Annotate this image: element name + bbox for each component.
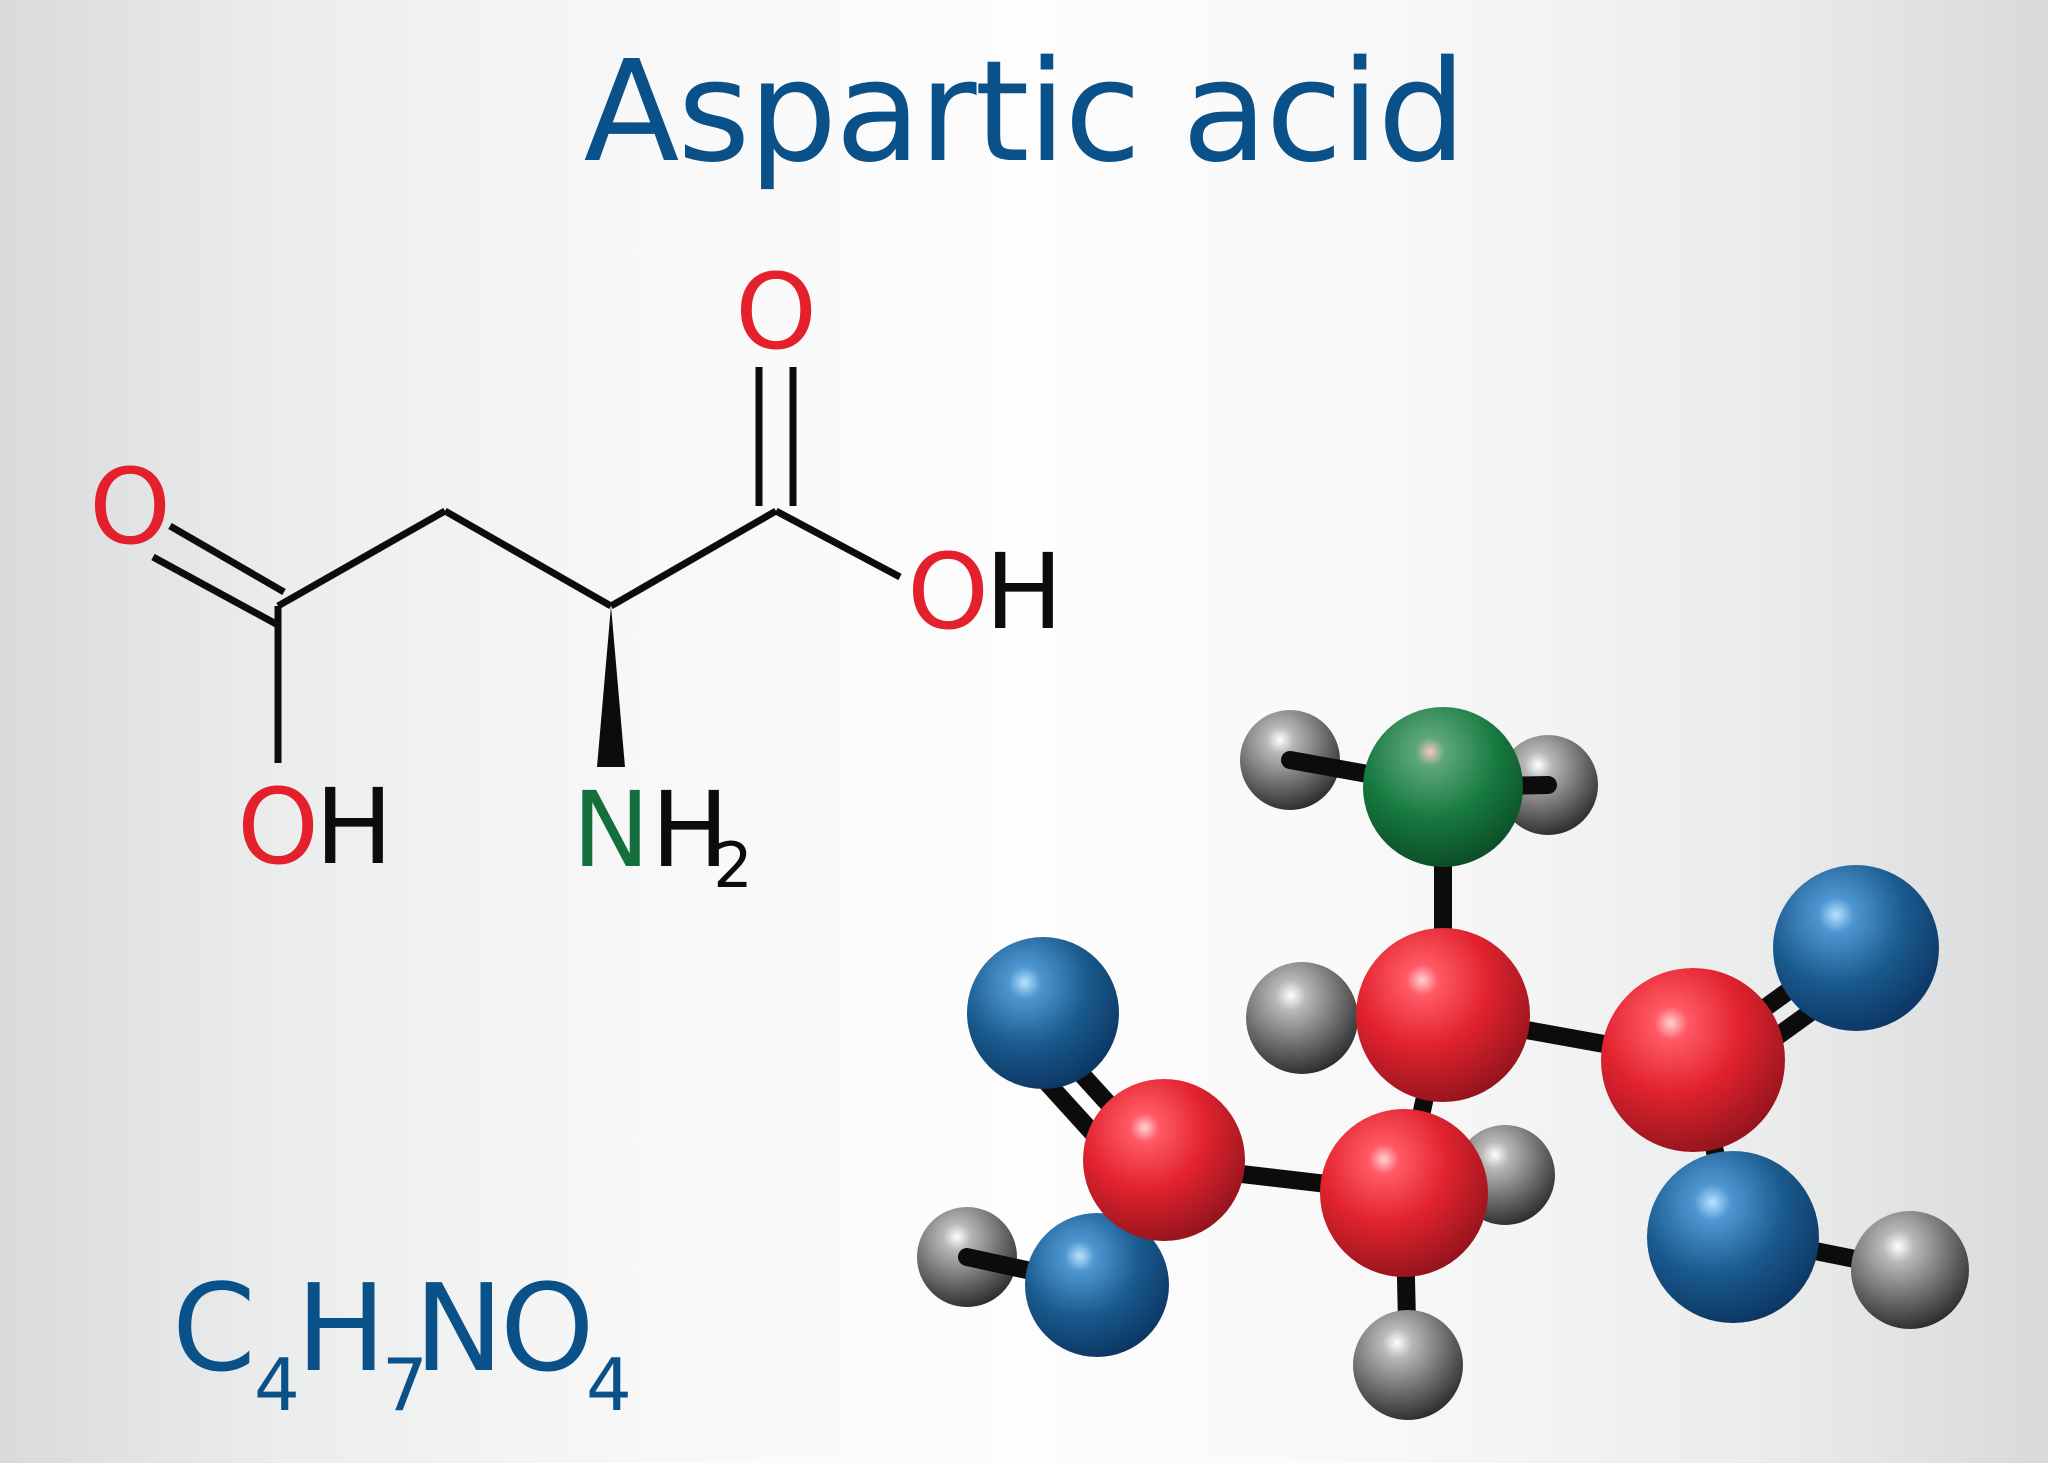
- label-oh-bottom-o: O: [237, 766, 319, 888]
- label-nh2-h: H: [651, 769, 729, 891]
- wedge-bond: [597, 606, 625, 767]
- bond-c2-c3: [443, 507, 613, 610]
- label-o-top: O: [735, 251, 817, 373]
- formula-n: N: [414, 1260, 504, 1399]
- nitrogen-sphere: [1363, 707, 1523, 867]
- bond-c1-c2: [276, 507, 447, 610]
- hydrogen-sphere-7: [1851, 1211, 1969, 1329]
- carbon-sphere-2: [1601, 968, 1785, 1152]
- label-oh-right-h: H: [985, 531, 1063, 653]
- hydrogen-sphere-3: [1246, 962, 1358, 1074]
- oxygen-sphere-2: [1773, 865, 1939, 1031]
- page-title: Aspartic acid: [583, 31, 1467, 194]
- bond-double-left-b: [151, 553, 280, 629]
- bond-double-left-a: [168, 522, 286, 596]
- hydrogen-sphere-6: [1353, 1310, 1463, 1420]
- ball-and-stick-model: [917, 707, 1969, 1420]
- label-o-left: O: [89, 446, 171, 568]
- formula-c: C: [172, 1260, 256, 1399]
- label-nh2-sub: 2: [713, 829, 752, 902]
- oxygen-sphere-3: [1647, 1151, 1819, 1323]
- label-nh2-n: N: [572, 769, 650, 891]
- oxygen-sphere-4: [1025, 1213, 1169, 1357]
- label-oh-right-o: O: [907, 531, 989, 653]
- skeletal-formula: [151, 367, 902, 763]
- carbon-sphere-1: [1356, 928, 1530, 1102]
- atom-labels: O O O H O H N H 2: [89, 251, 1063, 902]
- carbon-sphere-3: [1083, 1079, 1245, 1241]
- molecular-formula: C 4 H 7 N O 4: [172, 1260, 632, 1427]
- formula-h-sub: 7: [382, 1343, 428, 1427]
- label-oh-bottom-h: H: [315, 766, 393, 888]
- oxygen-sphere-1: [967, 937, 1119, 1089]
- formula-o: O: [500, 1260, 594, 1399]
- bond-c4-oh: [774, 507, 902, 581]
- carbon-sphere-4: [1320, 1109, 1488, 1277]
- bond-c3-c4: [609, 507, 778, 610]
- formula-c-sub: 4: [254, 1343, 300, 1427]
- formula-o-sub: 4: [586, 1343, 632, 1427]
- formula-h: H: [296, 1260, 386, 1399]
